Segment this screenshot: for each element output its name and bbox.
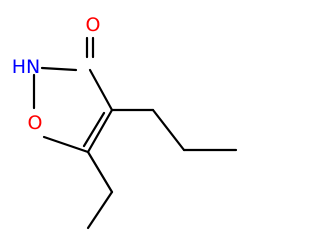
bonds (32, 36, 238, 230)
bond-c3-c4 (88, 68, 114, 112)
atom-labels: O HN O (12, 14, 101, 134)
structure-canvas: O HN O (11, 14, 238, 230)
bond-ethyl-1-2 (86, 190, 114, 230)
bond-propyl-1-2 (151, 108, 186, 152)
bond-c4-c5-a (86, 108, 114, 154)
bond-c5-ethyl-1 (86, 150, 114, 194)
bond-c5-o1 (42, 135, 90, 154)
bond-c4-c5-b (82, 111, 106, 148)
molecule-structure: O HN O (12, 14, 238, 230)
atom-label-ring-oxygen: O (28, 112, 43, 134)
atom-label-nitrogen-hydrogen: HN (12, 56, 41, 78)
atom-label-carbonyl-oxygen: O (86, 14, 101, 36)
bond-n-c3 (40, 66, 78, 72)
